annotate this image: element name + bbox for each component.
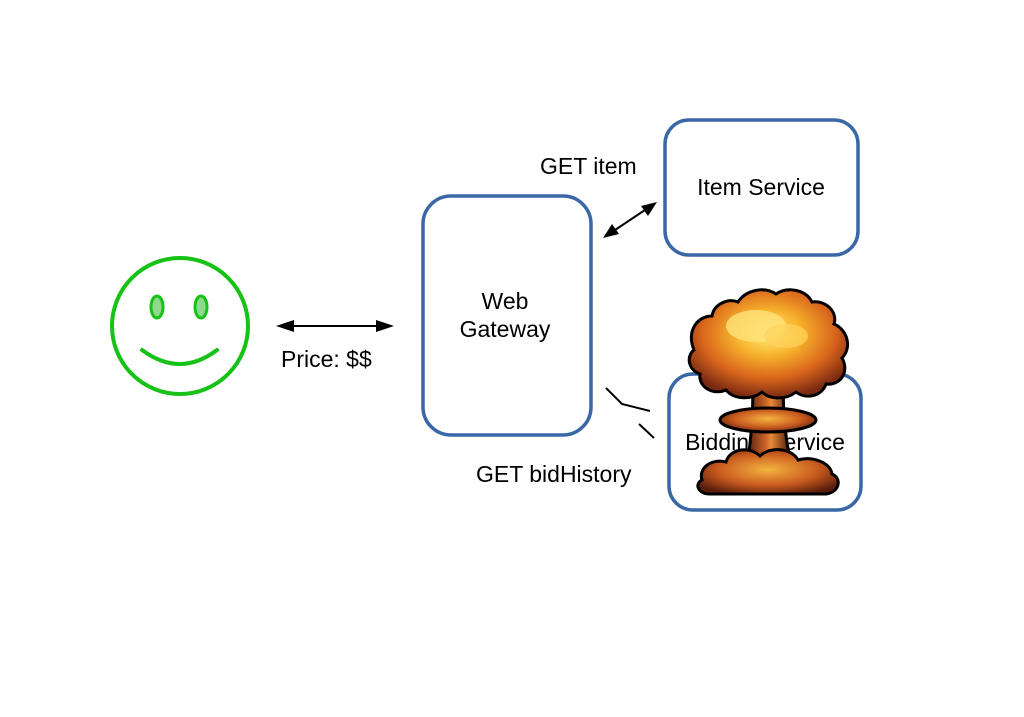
item-service-label: Item Service (697, 174, 825, 200)
get-item-label: GET item (540, 153, 637, 179)
get-bidhistory-label: GET bidHistory (476, 461, 632, 487)
gateway-item-arrow (603, 202, 657, 238)
web-gateway-box (421, 194, 593, 437)
item-service-box (663, 118, 860, 257)
smiley-left-eye (149, 294, 165, 320)
explosion-base-cloud (696, 448, 840, 496)
broken-connection (605, 387, 655, 439)
mushroom-cloud-explosion-icon (687, 288, 850, 496)
smiley-face-icon (110, 256, 250, 396)
web-gateway-label-line1: Web (482, 288, 529, 314)
explosion-ring (718, 406, 818, 434)
smiley-mouth (140, 348, 219, 366)
explosion-cap-cloud (687, 288, 850, 400)
web-gateway-label-line2: Gateway (460, 316, 551, 342)
smiley-outline (110, 256, 250, 396)
smiley-right-eye (193, 294, 209, 320)
client-gateway-arrow (276, 320, 394, 332)
price-label: Price: $$ (281, 346, 372, 372)
